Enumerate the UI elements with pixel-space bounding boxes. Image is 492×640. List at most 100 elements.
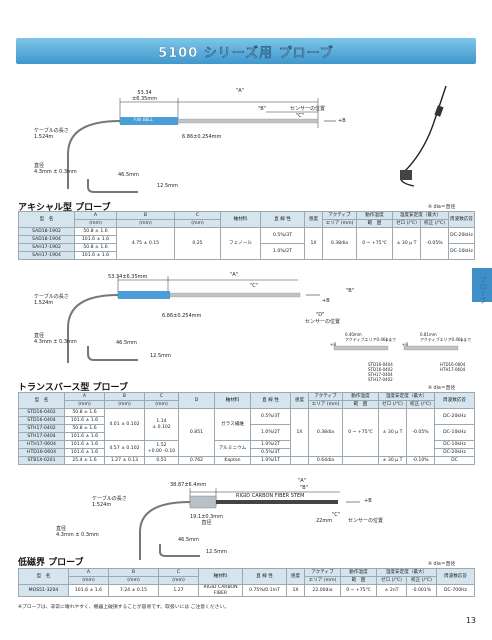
transverse-side-b2: +B — [402, 342, 409, 347]
title-bar: 5100 シリーズ用 プローブ — [16, 38, 476, 64]
probe-cable-photo — [400, 85, 447, 187]
axial-brand: F.W. BELL — [134, 117, 153, 122]
axial-col-sens: 感度 — [304, 211, 323, 228]
transverse-unit-area: エリア (mm) — [308, 400, 343, 409]
footnote: ※プローブは、非常に壊れやすく、機器上破損することが容易です。取扱いには ご注意… — [18, 605, 230, 610]
axial-col-temp: 動作温度 — [356, 211, 393, 220]
transverse-sensor-label: センサーの位置 — [305, 319, 341, 325]
lowfield-stem-label: RIGID CARBON FIBER STEM — [236, 493, 305, 499]
transverse-b-callout: +B — [322, 298, 330, 304]
transverse-dim-c: "C" — [250, 283, 259, 289]
lowfield-col-freq: 周波数応答 — [436, 568, 476, 585]
transverse-unit-zero: ゼロ (/℃) — [378, 400, 407, 409]
lowfield-col-c: C — [158, 568, 199, 577]
lowfield-unit-zero: ゼロ (/℃) — [376, 576, 407, 585]
lowfield-len: 46.5mm — [178, 537, 199, 543]
lowfield-col-linearity: 直 線 性 — [242, 568, 287, 585]
axial-dim-d1: 53.34±6.35mm — [132, 90, 158, 103]
axial-unit-c: (mm) — [174, 219, 221, 228]
transverse-dim-a: "A" — [230, 272, 239, 278]
lowfield-heading: 低磁界 プローブ — [18, 558, 84, 568]
lowfield-probe-diagram — [139, 488, 360, 560]
transverse-unit-b: (mm) — [104, 400, 145, 409]
transverse-col-a: A — [64, 392, 105, 401]
axial-unit-a: (mm) — [74, 219, 117, 228]
transverse-col-b: B — [104, 392, 145, 401]
axial-col-a: A — [74, 211, 117, 220]
axial-col-area: アクティブ — [322, 211, 357, 220]
side-tab — [472, 268, 492, 302]
transverse-col-d: D — [178, 392, 215, 409]
transverse-dia-note: ※ dia＝直径 — [428, 386, 456, 391]
axial-unit-area: エリア (mm) — [322, 219, 357, 228]
transverse-brand: F.W. BELL — [132, 299, 151, 304]
lowfield-unit-a: (mm) — [68, 576, 109, 585]
lowfield-dim-c: "C" — [332, 512, 341, 518]
axial-col-model: 型 名 — [18, 211, 75, 228]
axial-dim-c: "C" — [296, 113, 305, 119]
lowfield-b-callout: +B — [364, 498, 372, 504]
lowfield-sensor-label: センサーの位置 — [348, 518, 384, 524]
lowfield-unit-c: (mm) — [158, 576, 199, 585]
lowfield-len2: 12.5mm — [206, 549, 227, 555]
transverse-col-freq: 周波数応答 — [434, 392, 476, 409]
lowfield-dim-b: "B" — [300, 485, 309, 491]
lowfield-col-sens: 感度 — [286, 568, 305, 585]
axial-unit-zero: ゼロ (/℃) — [392, 219, 421, 228]
transverse-len2: 12.5mm — [150, 353, 171, 359]
axial-col-b: B — [116, 211, 175, 220]
transverse-col-c: C — [144, 392, 179, 401]
axial-len: 46.5mm — [118, 172, 139, 178]
transverse-col-material: 軸材料 — [214, 392, 251, 409]
transverse-side-b1: +B — [330, 342, 337, 347]
lowfield-col-b: B — [108, 568, 159, 577]
axial-dim-a: "A" — [236, 88, 245, 94]
lowfield-col-material: 軸材料 — [198, 568, 243, 585]
axial-col-c: C — [174, 211, 221, 220]
lowfield-col-model: 型 名 — [18, 568, 69, 585]
transverse-dim-b: "B" — [346, 288, 355, 294]
lowfield-unit-area: エリア (mm) — [304, 576, 341, 585]
side-tab-label: プローブ — [479, 276, 487, 304]
transverse-dim-d: "D" — [316, 312, 325, 318]
transverse-unit-temp: 範 囲 — [342, 400, 379, 409]
transverse-col-temp: 動作温度 — [342, 392, 379, 401]
lowfield-dia-note: ※ dia＝直径 — [428, 562, 456, 567]
lowfield-col-area: アクティブ — [304, 568, 341, 577]
lowfield-col-a: A — [68, 568, 109, 577]
axial-dia-note: ※ dia＝直径 — [428, 205, 456, 210]
lowfield-22mm: 22mm — [316, 518, 333, 524]
axial-unit-temp: 範 囲 — [356, 219, 393, 228]
axial-unit-cal: 校正 (/℃) — [419, 219, 450, 228]
lowfield-unit-cal: 校正 (/℃) — [405, 576, 438, 585]
transverse-heading: トランスバース型 プローブ — [18, 383, 128, 393]
axial-col-stab: 温度安定度（最大） — [391, 211, 450, 220]
lowfield-unit-temp: 範 囲 — [340, 576, 377, 585]
page-number: 13 — [465, 616, 476, 625]
transverse-col-area: アクティブ — [308, 392, 343, 401]
axial-unit-b: (mm) — [116, 219, 175, 228]
transverse-col-sens: 感度 — [290, 392, 309, 409]
axial-col-linearity: 直 線 性 — [260, 211, 305, 228]
transverse-unit-c: (mm) — [144, 400, 179, 409]
lowfield-col-temp: 動作温度 — [340, 568, 377, 577]
transverse-col-linearity: 直 線 性 — [250, 392, 291, 409]
page-title: 5100 シリーズ用 プローブ — [158, 45, 334, 61]
lowfield-col-stab: 温度安定度（最大） — [375, 568, 438, 577]
lowfield-dim-a: "A" — [298, 478, 307, 484]
